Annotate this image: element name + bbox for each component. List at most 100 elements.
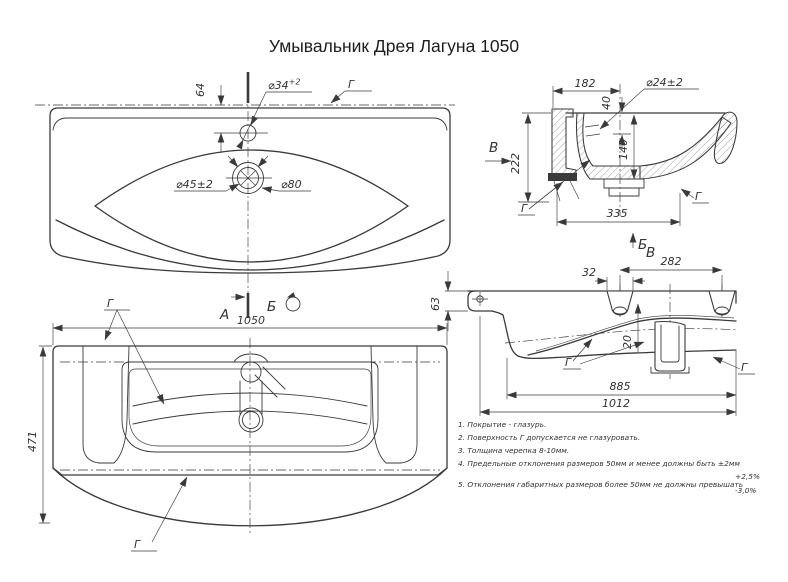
surface-label-g: Г — [348, 78, 355, 91]
dim-64: 64 — [194, 83, 207, 97]
view-arrow-label-v: В — [489, 140, 498, 156]
dim-140: 140 — [617, 139, 630, 160]
note-5-tolerance-minus: -3,0% — [735, 486, 756, 495]
note-5-tolerance-plus: +2,5% — [735, 472, 760, 481]
bottom-view: 1050 471 Г Г — [26, 297, 448, 552]
drain-diag-arrow-right — [257, 155, 269, 168]
left-wall-section — [551, 108, 577, 180]
bowl-underside-echo — [535, 315, 735, 352]
apron-arc — [55, 219, 445, 271]
note-5: 5. Отклонения габаритных размеров более … — [458, 480, 743, 489]
note-1: 1. Покрытие - глазурь. — [458, 420, 546, 429]
dim-d34-arrowhead-1 — [250, 115, 258, 126]
drain-boss-flange — [650, 366, 690, 374]
overflow-hole-lines — [584, 124, 601, 137]
rim-inner-line — [52, 117, 448, 131]
g-lower-leader — [151, 476, 188, 543]
bowl-underside-curve — [527, 317, 737, 356]
surface-label-g-right: Г — [741, 361, 748, 374]
notes-block: 1. Покрытие - глазурь. 2. Поверхность Г … — [458, 420, 760, 495]
left-pillar — [82, 345, 130, 464]
g-leader — [330, 90, 346, 104]
dim-282: 282 — [661, 255, 682, 268]
top-edge — [467, 290, 737, 304]
side-view: В 282 32 63 20 Г — [429, 245, 755, 416]
aux-view-label-b: Б — [267, 299, 276, 315]
mount-boss-left-hole — [613, 306, 627, 316]
surface-label-g-upper: Г — [107, 297, 114, 310]
base-strip — [548, 173, 577, 181]
dim-63: 63 — [429, 297, 442, 311]
surface-label-g-right: Г — [695, 190, 702, 203]
fixing-hole-axis — [472, 292, 488, 306]
surface-label-g-left: Г — [521, 202, 528, 215]
boss-centerlines — [619, 284, 723, 320]
faucet-bump — [233, 353, 269, 363]
g-right-leader — [712, 356, 741, 370]
overflow-channel — [254, 366, 286, 398]
dim-885: 885 — [610, 380, 631, 393]
right-pillar — [370, 345, 418, 464]
left-end-cap — [467, 290, 493, 312]
g-left-leader-2 — [579, 341, 645, 365]
front-rim-hook — [713, 111, 738, 164]
drain-outlet-steps — [603, 178, 645, 197]
dim-335: 335 — [607, 207, 628, 220]
dim222-ext — [518, 112, 551, 203]
overflow-channel-wall — [576, 112, 641, 180]
note-2: 2. Поверхность Г допускается не глазуров… — [458, 433, 640, 442]
front-apron-bulge — [52, 467, 448, 527]
faucet-hole — [240, 361, 262, 383]
g-left-leader-1 — [572, 338, 593, 362]
section-label-a: А — [219, 307, 229, 323]
basin-outline — [49, 107, 451, 274]
dim-471: 471 — [26, 431, 39, 452]
g-upper-leader-2 — [116, 309, 165, 405]
dim-d80: ⌀80 — [281, 178, 302, 191]
surface-label-g-left: Г — [565, 356, 572, 369]
dim-d80-leader — [261, 186, 280, 194]
dim-d34-arrowhead-2 — [236, 139, 244, 150]
dim-1050: 1050 — [237, 314, 265, 327]
dim-182: 182 — [575, 77, 596, 90]
dim-d24-leader — [599, 88, 645, 130]
g-upper-leader-1 — [104, 309, 118, 341]
note-3: 3. Толщина черепка 8-10мм. — [458, 446, 569, 455]
rotation-symbol — [285, 296, 301, 312]
g-right-leader — [680, 188, 695, 199]
top-view: 64 ⌀34+2 Г ⌀45±2 ⌀80 А Б — [35, 72, 455, 323]
mount-boss-left — [606, 290, 634, 315]
dim-d45-leader — [225, 183, 240, 192]
note-4: 4. Предельные отклонения размеров 50мм и… — [458, 459, 740, 468]
section-view: 182 40 ⌀24±2 222 140 В 335 Б Г Г — [485, 76, 738, 253]
dim-d34: ⌀34+2 — [268, 78, 300, 93]
dim471-ext — [39, 345, 52, 524]
view-label-v: В — [646, 245, 655, 261]
body-outline — [52, 345, 448, 469]
drain-inner — [242, 411, 260, 429]
rotation-symbol-arrow — [287, 292, 296, 298]
drain-outer — [238, 407, 264, 433]
dim-32: 32 — [582, 266, 596, 279]
mount-boss-right-hole — [715, 306, 729, 316]
mid-axis — [504, 328, 739, 344]
pedestal-break-lines — [553, 180, 580, 202]
drain-crosshair — [226, 170, 272, 186]
dim-222: 222 — [509, 153, 522, 174]
inner-rim-inner — [128, 368, 372, 447]
dim-40: 40 — [600, 96, 613, 110]
aux-label-b: Б — [638, 237, 647, 253]
drain-tube — [239, 380, 263, 415]
dim-20: 20 — [621, 335, 634, 349]
dim63-ext — [445, 290, 468, 312]
bowl-lens-upper-arc — [94, 149, 409, 207]
dim-d45: ⌀45±2 — [176, 178, 213, 191]
g-left-leader-2 — [528, 159, 591, 210]
dim-d24: ⌀24±2 — [646, 76, 683, 89]
surface-label-g-lower: Г — [134, 538, 141, 551]
drain-diag-arrow-left — [227, 155, 239, 168]
page-title: Умывальник Дрея Лагуна 1050 — [269, 36, 520, 56]
inner-rim-outer — [121, 361, 379, 453]
